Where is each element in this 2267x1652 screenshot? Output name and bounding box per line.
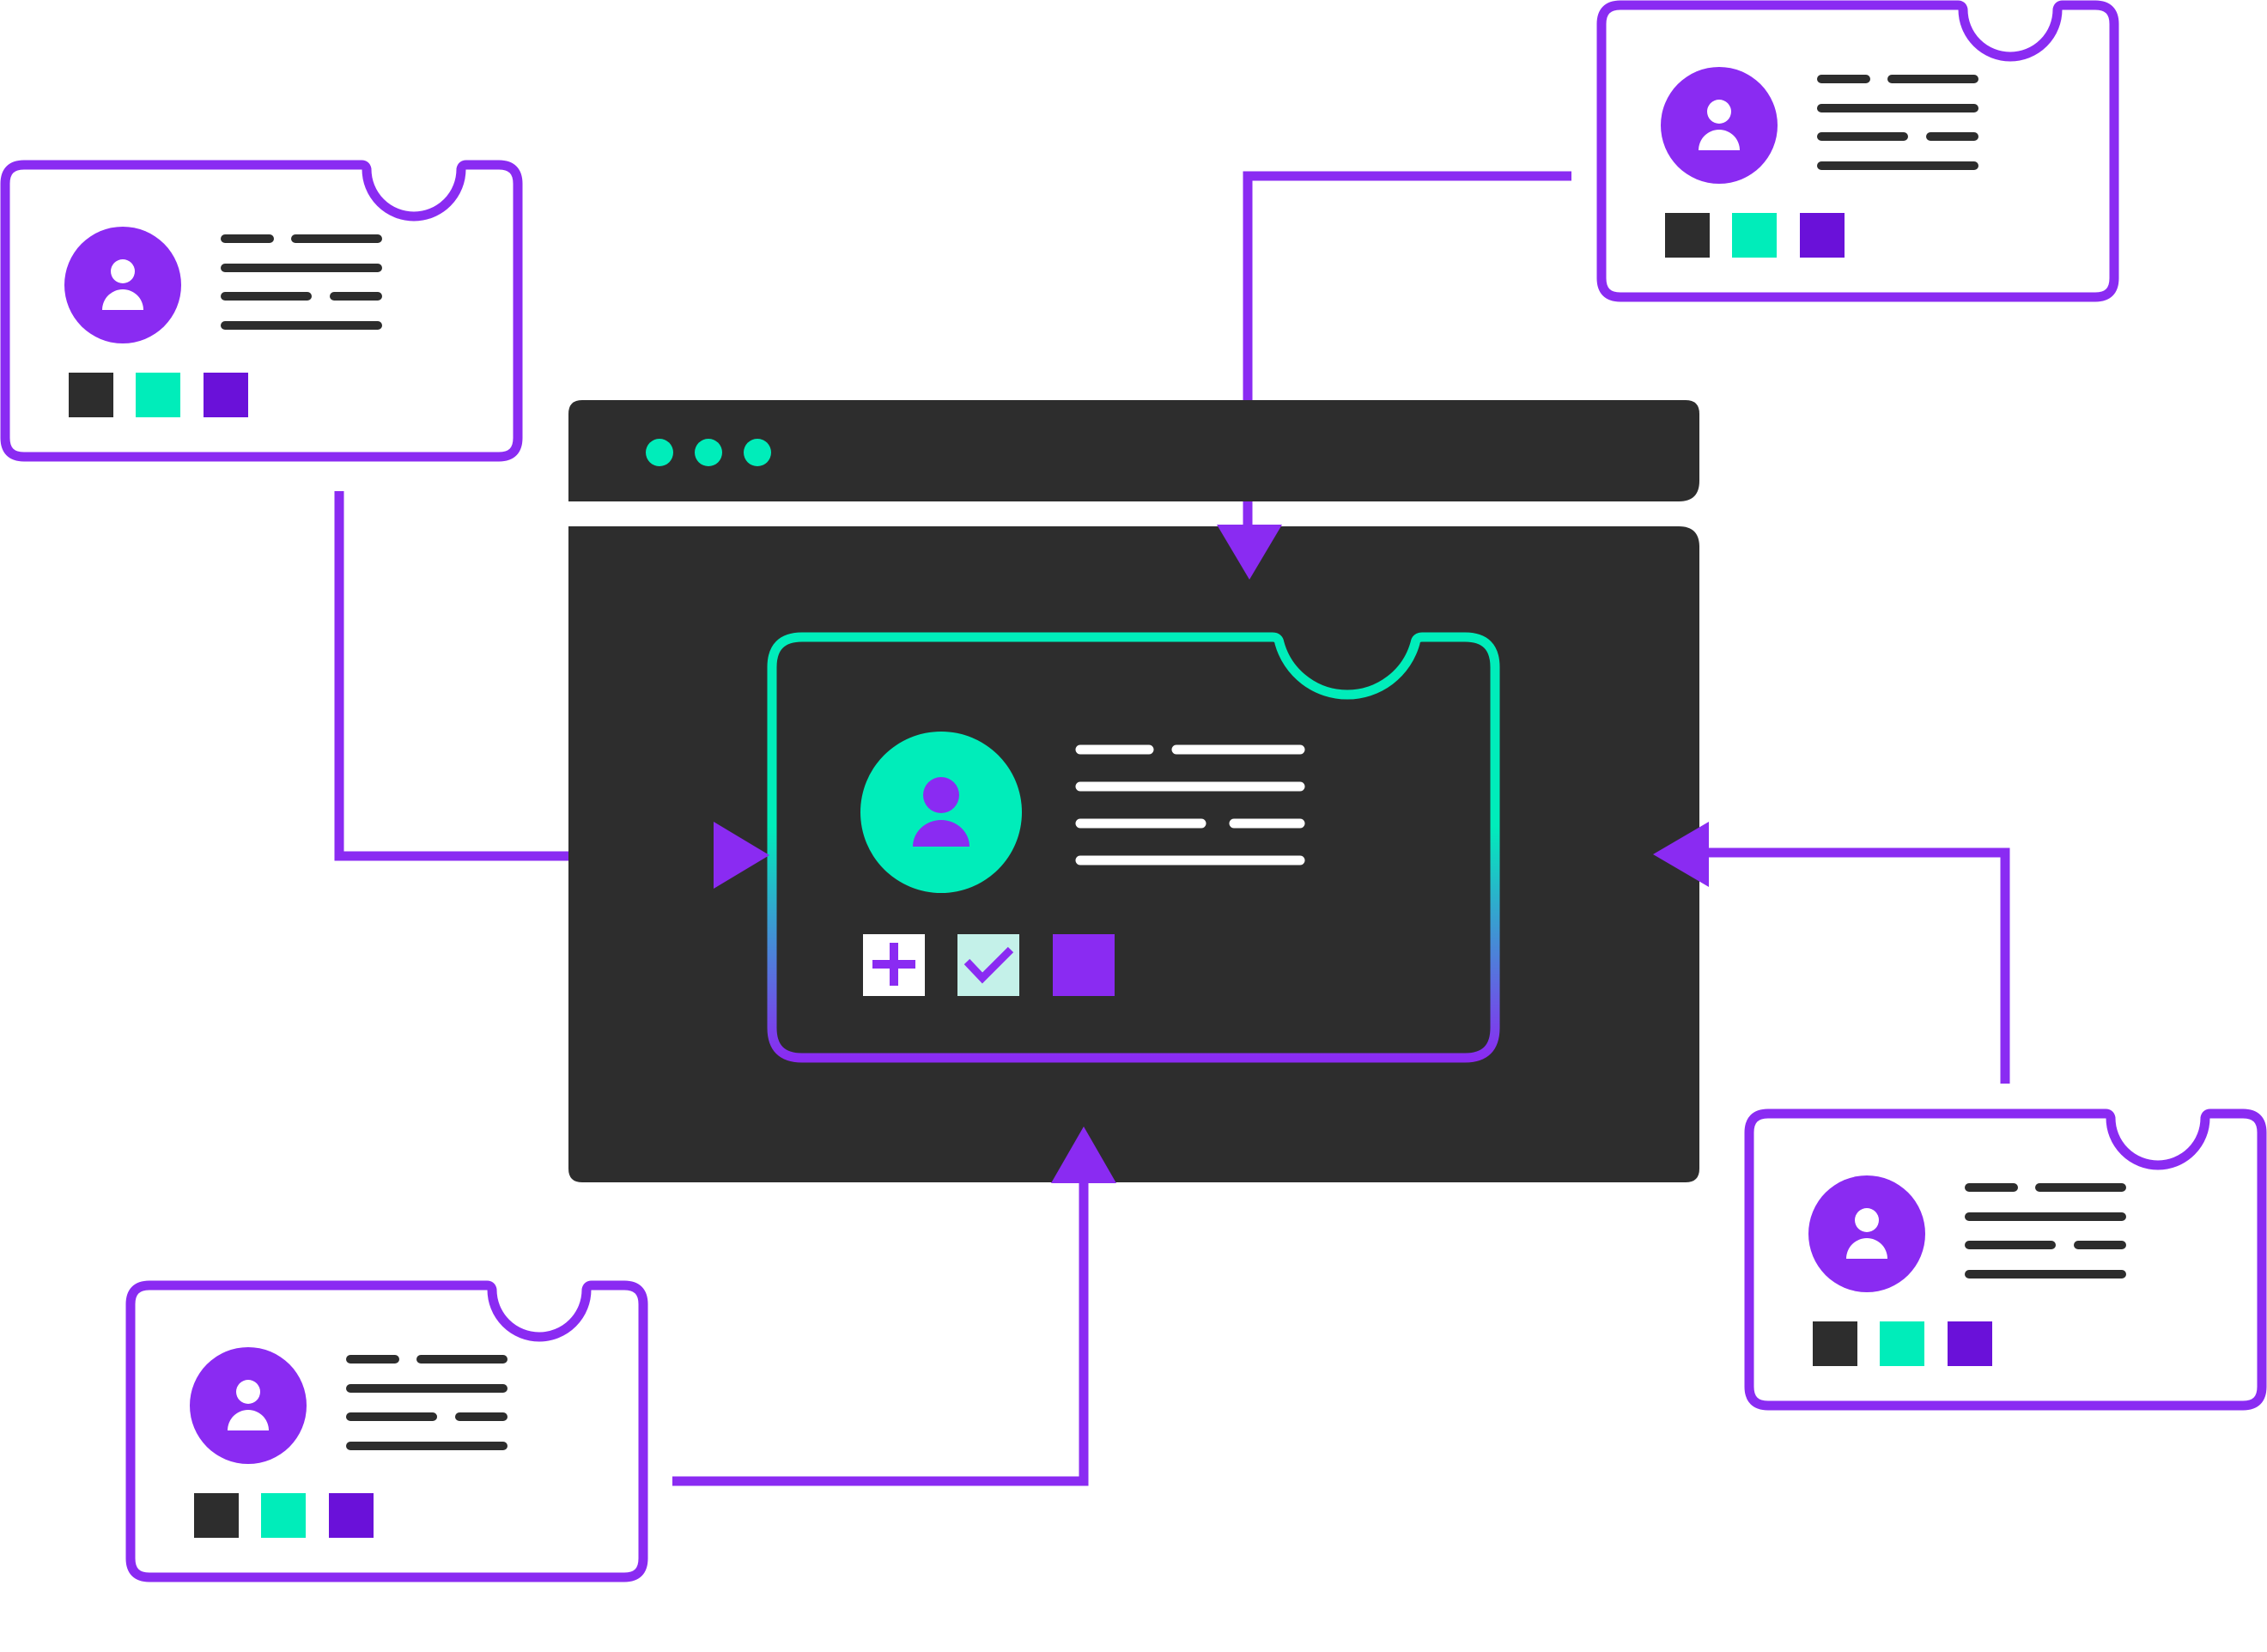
swatch-purple [1800, 213, 1845, 258]
text-lines [1075, 744, 1305, 865]
source-card-bottom-left [131, 1285, 643, 1577]
swatch-mint [136, 373, 180, 417]
window-dot-1 [646, 439, 673, 466]
connector-bottom-left [672, 1183, 1089, 1486]
add-icon[interactable] [863, 934, 925, 996]
swatch-mint [1880, 1321, 1924, 1366]
center-card [767, 632, 1500, 1063]
swatch-mint [261, 1493, 306, 1538]
check-icon[interactable] [957, 934, 1019, 996]
swatch-dark [1813, 1321, 1857, 1366]
browser-titlebar [568, 400, 1699, 501]
window-dot-3 [744, 439, 771, 466]
arrowhead-down [1217, 525, 1282, 580]
source-card-top-right [1601, 5, 2114, 297]
user-icon [1661, 67, 1778, 184]
user-icon [64, 227, 181, 343]
text-lines [1817, 75, 1978, 170]
user-icon [860, 732, 1022, 893]
arrowhead-left [1653, 822, 1709, 887]
arrowheads [714, 525, 1709, 1183]
swatch-dark [1665, 213, 1710, 258]
swatch-purple [204, 373, 248, 417]
arrowhead-up [1051, 1127, 1116, 1183]
connector-bottom-right [1709, 847, 2010, 1084]
window-dot-2 [695, 439, 722, 466]
swatch-dark [69, 373, 113, 417]
user-icon [1808, 1175, 1925, 1292]
arrowhead-right [714, 822, 769, 889]
source-card-bottom-right [1749, 1114, 2262, 1406]
text-lines [221, 234, 382, 330]
user-icon [190, 1347, 307, 1464]
swatch-mint [1732, 213, 1777, 258]
text-lines [1965, 1183, 2126, 1278]
swatch-purple [329, 1493, 374, 1538]
text-lines [346, 1355, 507, 1450]
source-card-top-left [5, 165, 518, 457]
swatch-dark [194, 1493, 239, 1538]
swatch-purple [1948, 1321, 1992, 1366]
color-swatch[interactable] [1053, 934, 1115, 996]
